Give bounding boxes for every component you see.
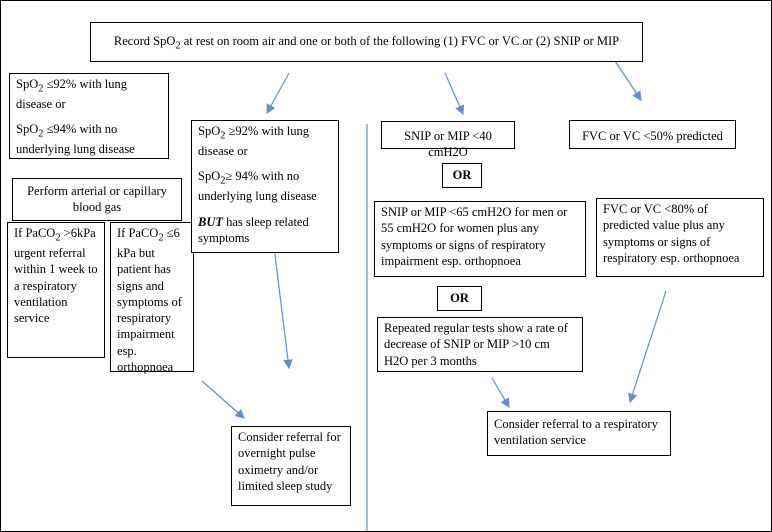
repeated-tests-text: Repeated regular tests show a rate of de…: [384, 321, 568, 368]
arrow-top-to-snip40: [444, 72, 465, 116]
arrow-repeated-to-referral: [491, 377, 510, 409]
spo2-low-lung-text: SpO2 ≤92% with lung disease or: [16, 77, 128, 112]
or-connector-1: OR: [442, 163, 482, 188]
fvc-50-box: FVC or VC <50% predicted: [569, 120, 736, 149]
sleep-study-box: Consider referral for overnight pulse ox…: [231, 426, 351, 506]
spo2-normal-lung-text: SpO2 ≥92% with lung disease or: [198, 124, 310, 159]
top-instruction-box: Record SpO2 at rest on room air and one …: [90, 22, 643, 62]
top-instruction-text: Record SpO2 at rest on room air and one …: [113, 34, 620, 52]
ventilation-referral-box: Consider referral to a respiratory venti…: [487, 411, 671, 456]
arrow-low-to-sleep: [201, 380, 245, 419]
fvc-80-text: FVC or VC <80% of predicted value plus a…: [603, 202, 740, 265]
fvc-80-box: FVC or VC <80% of predicted value plus a…: [596, 198, 764, 277]
sleep-symptoms-text: BUT has sleep related symptoms: [198, 214, 309, 245]
spo2-low-nolung-text: SpO2 ≤94% with no underlying lung diseas…: [16, 122, 135, 157]
ventilation-referral-text: Consider referral to a respiratory venti…: [494, 417, 658, 448]
snip-40-box: SNIP or MIP <40 cmH2O: [381, 121, 515, 159]
arrow-fvc80-to-referral: [628, 290, 667, 404]
paco2-low-box: If PaCO2 ≤6 kPa but patient has signs an…: [110, 222, 194, 374]
blood-gas-text: Perform arterial or capillary blood gas: [27, 184, 167, 215]
repeated-tests-box: Repeated regular tests show a rate of de…: [377, 317, 583, 372]
snip-65-box: SNIP or MIP <65 cmH2O for men or 55 cmH2…: [374, 201, 586, 277]
blood-gas-box: Perform arterial or capillary blood gas: [12, 178, 182, 221]
spo2-normal-sleep-box: SpO2 ≥92% with lung disease or SpO2≥ 94%…: [191, 120, 339, 253]
paco2-high-text: If PaCO2 >6kPa urgent referral within 1 …: [14, 226, 98, 326]
snip-65-text: SNIP or MIP <65 cmH2O for men or 55 cmH2…: [381, 205, 568, 268]
paco2-high-box: If PaCO2 >6kPa urgent referral within 1 …: [7, 222, 105, 358]
sleep-study-text: Consider referral for overnight pulse ox…: [238, 430, 341, 493]
arrow-top-to-fvc50: [614, 60, 642, 101]
paco2-low-text: If PaCO2 ≤6 kPa but patient has signs an…: [117, 226, 182, 374]
or-connector-2: OR: [437, 286, 482, 311]
spo2-low-box: SpO2 ≤92% with lung disease or SpO2 ≤94%…: [9, 73, 169, 159]
arrow-top-to-mid: [266, 72, 290, 115]
or-label-2: OR: [450, 291, 469, 305]
fvc-50-text: FVC or VC <50% predicted: [582, 129, 723, 143]
spo2-normal-nolung-text: SpO2≥ 94% with no underlying lung diseas…: [198, 169, 317, 204]
snip-40-text: SNIP or MIP <40 cmH2O: [404, 129, 492, 160]
or-label-1: OR: [452, 168, 472, 182]
